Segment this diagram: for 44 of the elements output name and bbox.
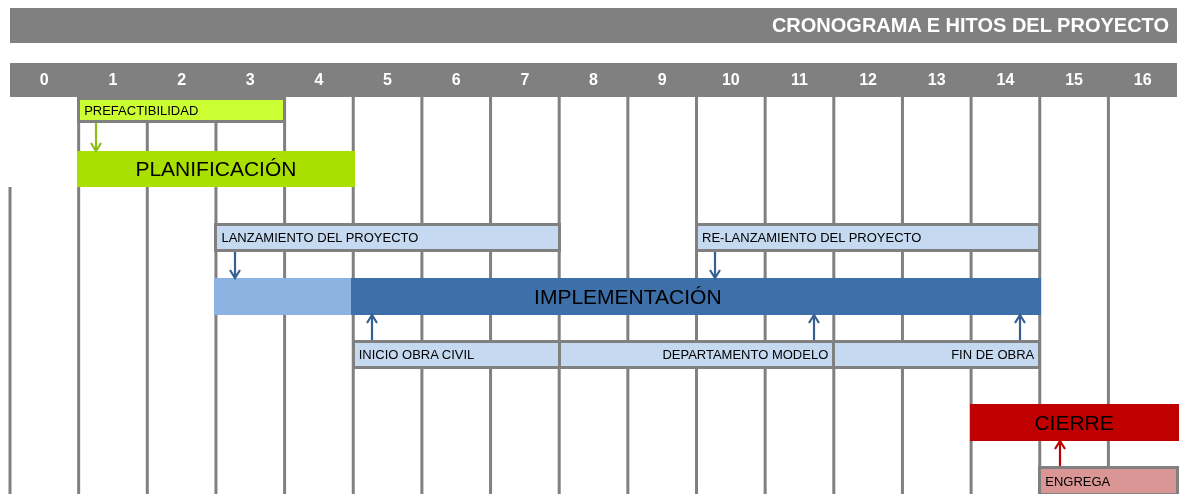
bar-label: PLANIFICACIÓN: [135, 157, 297, 181]
arrow: [807, 313, 821, 340]
milestone-box: [832, 340, 1042, 369]
period-number: 12: [858, 70, 878, 90]
bar-label: DEPARTAMENTO MODELO: [662, 347, 829, 362]
period-number: 2: [176, 70, 188, 90]
bar-label: ENGREGA: [1045, 473, 1111, 489]
period-number: 11: [790, 70, 809, 90]
bar-label: CIERRE: [1034, 410, 1114, 435]
milestone-box: [351, 340, 561, 369]
milestone-box: [695, 223, 1042, 252]
period-number: 9: [656, 70, 668, 90]
period-number: 7: [519, 70, 531, 90]
arrow: [708, 252, 722, 280]
period-number: 5: [382, 70, 393, 90]
period-number: 4: [313, 70, 325, 90]
phase-bar: [214, 278, 1042, 315]
bar-label: RE-LANZAMIENTO DEL PROYECTO: [702, 230, 922, 245]
arrow: [365, 313, 379, 340]
milestone-box: [214, 223, 561, 252]
bar-label: LANZAMIENTO DEL PROYECTO: [221, 230, 419, 245]
bar-label: INICIO OBRA CIVIL: [358, 347, 475, 362]
phase-box: [77, 97, 287, 123]
period-number: 6: [450, 70, 462, 90]
phase-bar: [77, 151, 355, 187]
period-number: 3: [244, 70, 256, 90]
arrow: [1053, 439, 1067, 466]
period-number: 13: [926, 70, 947, 90]
arrow: [1013, 313, 1027, 340]
period-number: 14: [995, 70, 1016, 90]
arrow: [89, 123, 103, 153]
arrow: [228, 252, 242, 280]
period-number: 8: [588, 70, 599, 90]
chart-title: CRONOGRAMA E HITOS DEL PROYECTO: [10, 8, 1177, 43]
phase-bar: [969, 404, 1179, 441]
bar-label: FIN DE OBRA: [951, 347, 1035, 362]
period-number: 0: [38, 70, 50, 90]
milestone-box: [1038, 466, 1179, 494]
bar-label: IMPLEMENTACIÓN: [534, 284, 722, 309]
period-number: 1: [107, 70, 119, 90]
period-number: 10: [720, 70, 741, 90]
bar-label: PREFACTIBILIDAD: [84, 102, 199, 118]
period-number: 15: [1064, 70, 1084, 90]
period-number: 16: [1132, 70, 1153, 90]
